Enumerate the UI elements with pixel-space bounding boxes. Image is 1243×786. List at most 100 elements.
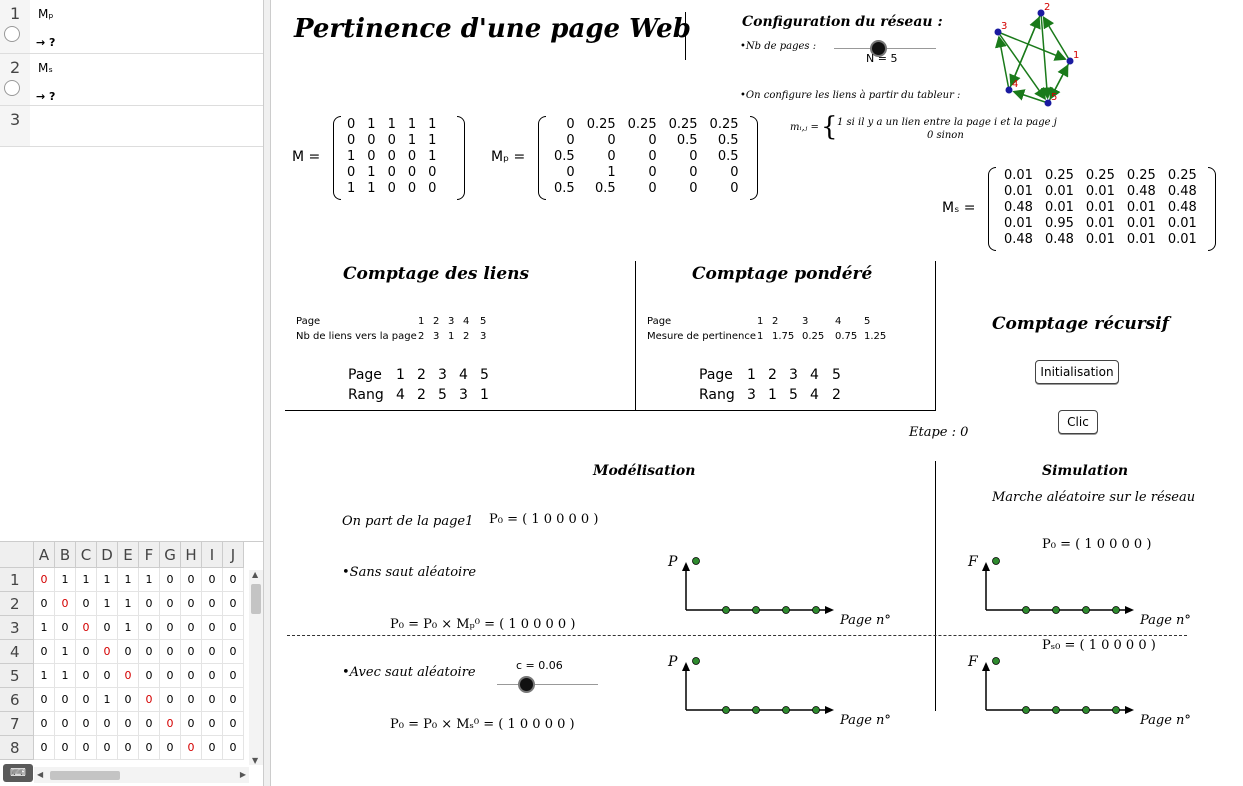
initialisation-button[interactable]: Initialisation [1035,360,1119,384]
sheet-cell[interactable]: 0 [223,712,244,736]
sheet-cell[interactable]: 0 [181,736,202,760]
row-header[interactable]: 2 [0,592,34,616]
algebra-row[interactable]: 2 Mₛ → ? [0,54,263,106]
scroll-right-icon[interactable]: ▶ [239,770,246,779]
graph-node[interactable] [1005,86,1013,94]
sheet-cell[interactable]: 0 [202,616,223,640]
sheet-cell[interactable]: 0 [139,616,160,640]
sheet-cell[interactable]: 0 [223,640,244,664]
sheet-cell[interactable]: 0 [223,568,244,592]
sheet-cell[interactable]: 1 [76,568,97,592]
sheet-cell[interactable]: 0 [223,592,244,616]
slider-n-handle[interactable] [870,40,887,57]
sheet-cell[interactable]: 0 [202,568,223,592]
sheet-cell[interactable]: 1 [97,592,118,616]
sheet-cell[interactable]: 0 [160,664,181,688]
sheet-cell[interactable]: 0 [118,640,139,664]
horizontal-scrollbar[interactable]: ◀ ▶ [34,767,249,783]
sheet-cell[interactable]: 1 [55,640,76,664]
sheet-cell[interactable]: 0 [76,688,97,712]
sheet-cell[interactable]: 1 [55,664,76,688]
sheet-cell[interactable]: 0 [160,592,181,616]
sheet-cell[interactable]: 0 [181,568,202,592]
sheet-cell[interactable]: 0 [202,640,223,664]
sheet-cell[interactable]: 0 [181,616,202,640]
vertical-scrollbar[interactable]: ▲ ▼ [249,570,263,765]
graph-node[interactable] [1044,99,1052,107]
sheet-cell[interactable]: 1 [118,592,139,616]
sheet-cell[interactable]: 0 [160,616,181,640]
row-header[interactable]: 8 [0,736,34,760]
sheet-cell[interactable]: 0 [118,736,139,760]
sheet-cell[interactable]: 0 [118,664,139,688]
keyboard-icon[interactable]: ⌨ [3,764,33,782]
row-header[interactable]: 4 [0,640,34,664]
row-header[interactable]: 7 [0,712,34,736]
sheet-cell[interactable]: 0 [160,640,181,664]
row-header[interactable]: 3 [0,616,34,640]
sheet-cell[interactable]: 0 [76,736,97,760]
sheet-cell[interactable]: 0 [34,568,55,592]
sheet-cell[interactable]: 0 [55,712,76,736]
sheet-cell[interactable]: 0 [181,688,202,712]
sheet-cell[interactable]: 0 [97,640,118,664]
scroll-thumb[interactable] [50,771,120,780]
sheet-cell[interactable]: 0 [76,664,97,688]
graph-node[interactable] [1066,57,1074,65]
graph-node[interactable] [994,28,1002,36]
sheet-cell[interactable]: 0 [202,736,223,760]
sheet-cell[interactable]: 0 [202,712,223,736]
sheet-cell[interactable]: 0 [223,664,244,688]
sheet-cell[interactable]: 0 [202,664,223,688]
scroll-thumb[interactable] [251,584,261,614]
sheet-cell[interactable]: 1 [97,688,118,712]
sheet-cell[interactable]: 0 [118,688,139,712]
sheet-cell[interactable]: 0 [160,568,181,592]
sheet-cell[interactable]: 0 [139,640,160,664]
row-header[interactable]: 1 [0,568,34,592]
sheet-cell[interactable]: 1 [34,664,55,688]
sheet-cell[interactable]: 0 [139,592,160,616]
algebra-row[interactable]: 1 Mₚ → ? [0,0,263,54]
sheet-cell[interactable]: 0 [223,736,244,760]
sheet-cell[interactable]: 0 [181,712,202,736]
row-header[interactable]: 6 [0,688,34,712]
sheet-cell[interactable]: 0 [34,736,55,760]
sheet-cell[interactable]: 0 [76,592,97,616]
scroll-up-icon[interactable]: ▲ [252,570,259,579]
sheet-cell[interactable]: 0 [55,616,76,640]
view-divider[interactable] [263,0,271,786]
sheet-cell[interactable]: 0 [34,640,55,664]
sheet-cell[interactable]: 0 [76,616,97,640]
slider-c-track[interactable] [497,684,598,685]
column-header[interactable]: E [118,542,139,568]
scroll-left-icon[interactable]: ◀ [37,770,44,779]
sheet-cell[interactable]: 0 [76,712,97,736]
sheet-cell[interactable]: 1 [55,568,76,592]
sheet-cell[interactable]: 0 [34,688,55,712]
sheet-cell[interactable]: 0 [202,592,223,616]
sheet-cell[interactable]: 0 [139,688,160,712]
sheet-cell[interactable]: 0 [76,640,97,664]
sheet-cell[interactable]: 0 [97,736,118,760]
sheet-cell[interactable]: 1 [139,568,160,592]
sheet-cell[interactable]: 0 [118,712,139,736]
visibility-toggle[interactable] [4,26,20,42]
sheet-cell[interactable]: 0 [34,592,55,616]
sheet-cell[interactable]: 0 [160,688,181,712]
sheet-cell[interactable]: 0 [181,640,202,664]
sheet-cell[interactable]: 0 [223,688,244,712]
sheet-cell[interactable]: 0 [55,688,76,712]
sheet-cell[interactable]: 0 [55,736,76,760]
sheet-cell[interactable]: 0 [181,592,202,616]
sheet-cell[interactable]: 0 [160,736,181,760]
sheet-cell[interactable]: 1 [118,568,139,592]
sheet-cell[interactable]: 0 [97,616,118,640]
slider-c-handle[interactable] [518,676,535,693]
column-header[interactable]: A [34,542,55,568]
column-header[interactable]: G [160,542,181,568]
sheet-cell[interactable]: 0 [223,616,244,640]
column-header[interactable]: I [202,542,223,568]
row-header[interactable]: 5 [0,664,34,688]
column-header[interactable]: J [223,542,244,568]
